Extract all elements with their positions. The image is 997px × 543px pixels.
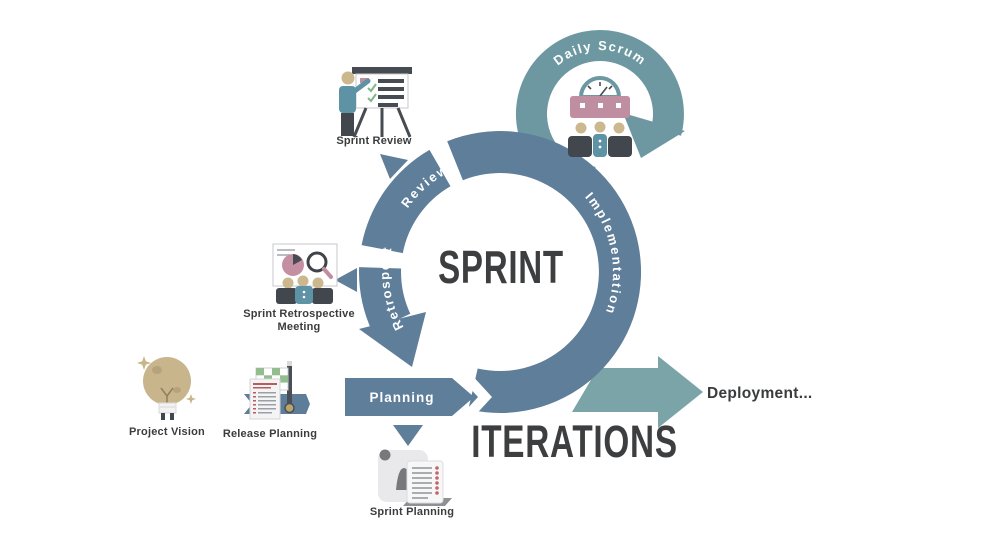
sprint-review-caption: Sprint Review: [336, 135, 412, 147]
project-vision-icon: [137, 356, 196, 420]
planning-label: Planning: [370, 390, 435, 405]
sprint-planning-caption: Sprint Planning: [369, 506, 455, 518]
retrospect-arc: [359, 267, 411, 332]
implementation-arc: [447, 131, 642, 414]
sprint-center-title: SPRINT: [438, 241, 564, 293]
sprint-retrospective-caption: Sprint Retrospective Meeting: [219, 308, 379, 334]
presenter-icon: [339, 71, 371, 136]
daily-scrum-loop-arrowhead: [623, 113, 685, 158]
flag-pole-icon: [287, 366, 292, 410]
planning-pointer-icon: [393, 425, 423, 446]
sparkle-icon: [137, 356, 151, 370]
attendees-icon: [276, 275, 333, 304]
easel-legs-icon: [352, 107, 412, 138]
task-list-icon: [406, 460, 444, 504]
sparkle-icon: [186, 394, 196, 404]
project-vision-caption: Project Vision: [129, 426, 205, 438]
ring-gap-notch: [444, 360, 492, 434]
sprint-retrospective-caption-line2: Meeting: [277, 321, 321, 333]
review-arc: [361, 149, 451, 254]
deployment-label: Deployment...: [707, 385, 813, 402]
magnifier-icon: [306, 251, 328, 273]
release-planning-icon: [244, 361, 310, 420]
retrospect-arrowhead: [359, 312, 426, 367]
release-notes-icon: [249, 378, 281, 420]
planning-bar: [345, 378, 474, 416]
daily-scrum-icon: [568, 76, 632, 157]
deployment-arrow: [572, 356, 703, 428]
release-planning-caption: Release Planning: [222, 428, 318, 440]
gauge-icon: [578, 76, 622, 99]
iterations-title: ITERATIONS: [471, 416, 678, 467]
review-pointer-icon: [380, 154, 408, 179]
sprint-retrospective-icon: [272, 243, 338, 304]
sprint-review-icon: [339, 67, 412, 138]
sprint-retrospective-caption-line1: Sprint Retrospective: [243, 308, 355, 320]
retrospect-pointer-icon: [335, 268, 357, 292]
flipchart-icon: [352, 67, 412, 74]
sprint-planning-icon: [378, 449, 452, 506]
